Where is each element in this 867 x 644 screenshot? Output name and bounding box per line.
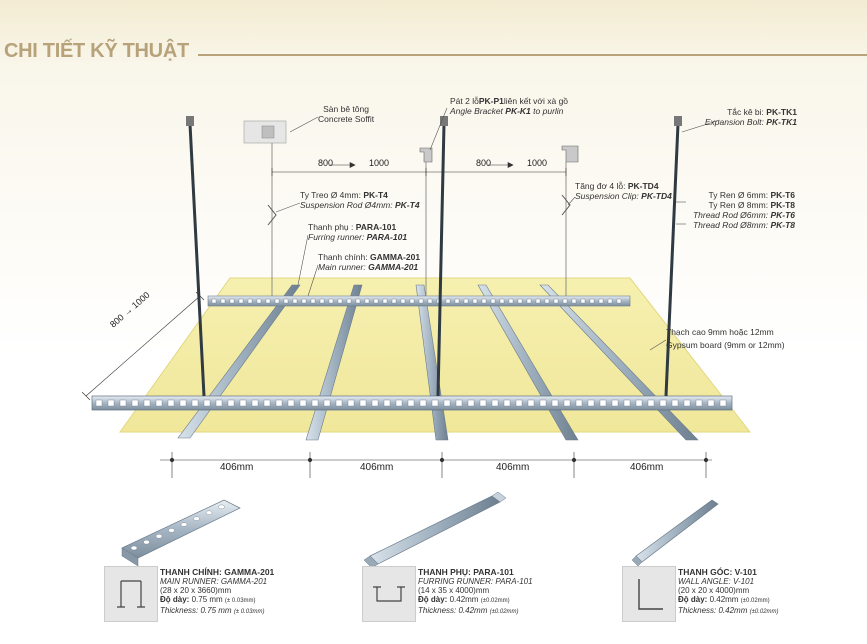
title-underline	[198, 54, 867, 56]
bottom-dim-4: 406mm	[630, 462, 664, 473]
angle-bracket-icon	[419, 147, 433, 163]
suspension-clip-label: Tăng đơ 4 lỗ: PK-TD4 Suspension Clip: PK…	[575, 181, 672, 201]
bracket-label: Pát 2 lỗ PK-P1 liên kết với xà gồ Angle …	[450, 96, 569, 116]
para-101-section-icon	[362, 566, 416, 622]
span-dimension	[271, 162, 567, 176]
gamma-201-section-icon	[104, 566, 158, 622]
angle-bracket-right-icon	[561, 145, 579, 163]
suspension-clip-icon	[267, 194, 571, 226]
bottom-dim-2: 406mm	[360, 462, 394, 473]
bottom-dim-1: 406mm	[220, 462, 254, 473]
gamma-201-profile-image	[121, 499, 241, 567]
expansion-bolt-label: Tắc kê bi: PK-TK1 Expansion Bolt: PK-TK1	[704, 107, 797, 127]
main-runner-front	[91, 395, 733, 411]
v-101-profile-image	[631, 499, 719, 567]
suspension-rod-label: Ty Treo Ø 4mm: PK-T4 Suspension Rod Ø4mm…	[300, 190, 420, 210]
expansion-bolt-icon	[186, 116, 682, 126]
thread-rods	[188, 123, 680, 397]
gypsum-board-label: Thạch cao 9mm hoặc 12mm Gypsum board (9m…	[666, 327, 785, 350]
leader-lines	[275, 107, 721, 351]
concrete-soffit	[243, 120, 287, 144]
v-101-specs: THANH GÓC: V-101 WALL ANGLE: V-101 (20 x…	[678, 567, 779, 616]
v-101-section-icon	[622, 566, 676, 622]
furring-runner-label: Thanh phụ : PARA-101 Furring runner: PAR…	[308, 222, 408, 242]
bottom-dim-3: 406mm	[496, 462, 530, 473]
concrete-soffit-label: Sàn bê tông Concrete Soffit	[318, 104, 375, 124]
bottom-dimension	[160, 452, 712, 478]
para-101-specs: THANH PHỤ: PARA-101 FURRING RUNNER: PARA…	[418, 567, 533, 616]
gamma-201-specs: THANH CHÍNH: GAMMA-201 MAIN RUNNER: GAMM…	[160, 567, 275, 616]
thread-rod-label: Ty Ren Ø 6mm: PK-T6 Ty Ren Ø 8mm: PK-T8 …	[692, 190, 795, 230]
page-title: CHI TIẾT KỸ THUẬT	[4, 40, 189, 62]
depth-dimension	[81, 291, 205, 401]
main-runner-back	[207, 295, 631, 307]
para-101-profile-image	[363, 491, 507, 569]
main-runner-label: Thanh chính: GAMMA-201 Main runner: GAMM…	[318, 252, 421, 272]
